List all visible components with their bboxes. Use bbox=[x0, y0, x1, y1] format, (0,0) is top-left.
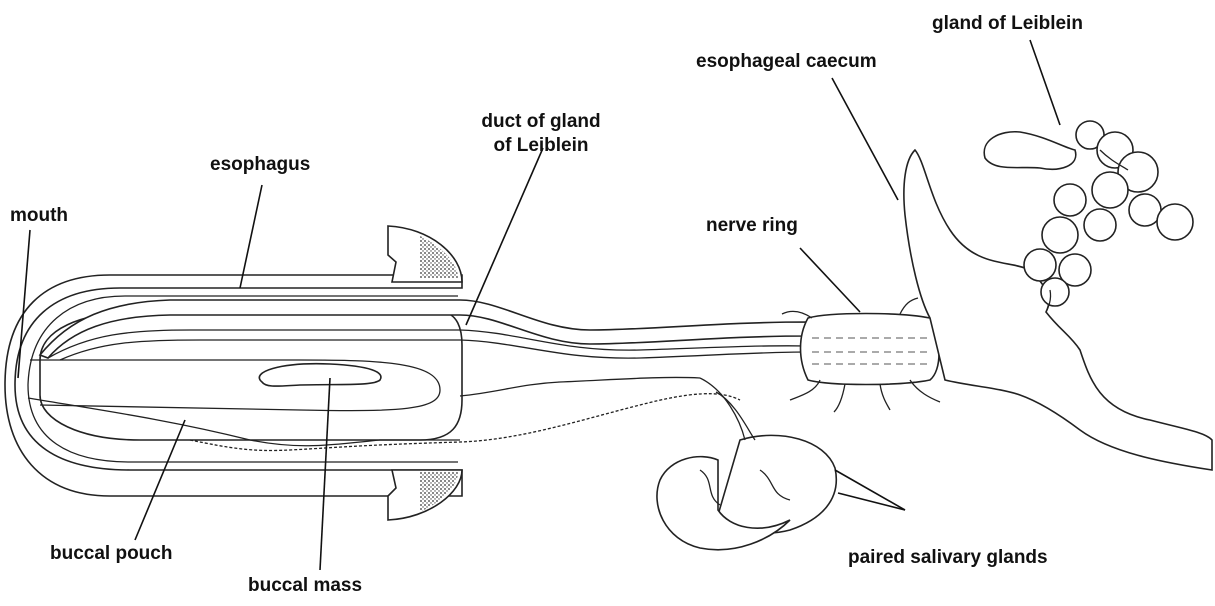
leader-duct bbox=[466, 148, 543, 325]
label-buccal-pouch: buccal pouch bbox=[50, 542, 172, 566]
leader-salivary-1 bbox=[835, 470, 905, 510]
label-duct-line1: duct of gland bbox=[466, 110, 616, 134]
leader-gland-of-leiblein bbox=[1030, 40, 1060, 125]
label-buccal-mass: buccal mass bbox=[248, 574, 362, 598]
label-mouth: mouth bbox=[10, 204, 68, 228]
label-gland-of-leiblein: gland of Leiblein bbox=[932, 12, 1083, 36]
leader-mouth bbox=[18, 230, 30, 378]
label-duct-line2: of Leiblein bbox=[466, 134, 616, 158]
buccal-mass-fold bbox=[259, 364, 381, 386]
buccal-tube bbox=[40, 312, 462, 440]
leader-nerve-ring bbox=[800, 248, 860, 312]
leader-esophageal-caecum bbox=[832, 78, 898, 200]
label-paired-salivary-glands: paired salivary glands bbox=[848, 546, 1048, 570]
label-nerve-ring: nerve ring bbox=[706, 214, 798, 238]
salivary-duct-2 bbox=[460, 377, 700, 396]
label-esophagus: esophagus bbox=[210, 153, 310, 177]
label-esophageal-caecum: esophageal caecum bbox=[696, 50, 877, 74]
leader-salivary-2 bbox=[838, 493, 905, 510]
nerve-ring-organ bbox=[782, 298, 940, 412]
salivary-gland-1 bbox=[718, 435, 836, 533]
leader-esophagus bbox=[240, 185, 262, 288]
label-duct-of-gland: duct of gland of Leiblein bbox=[466, 110, 616, 158]
